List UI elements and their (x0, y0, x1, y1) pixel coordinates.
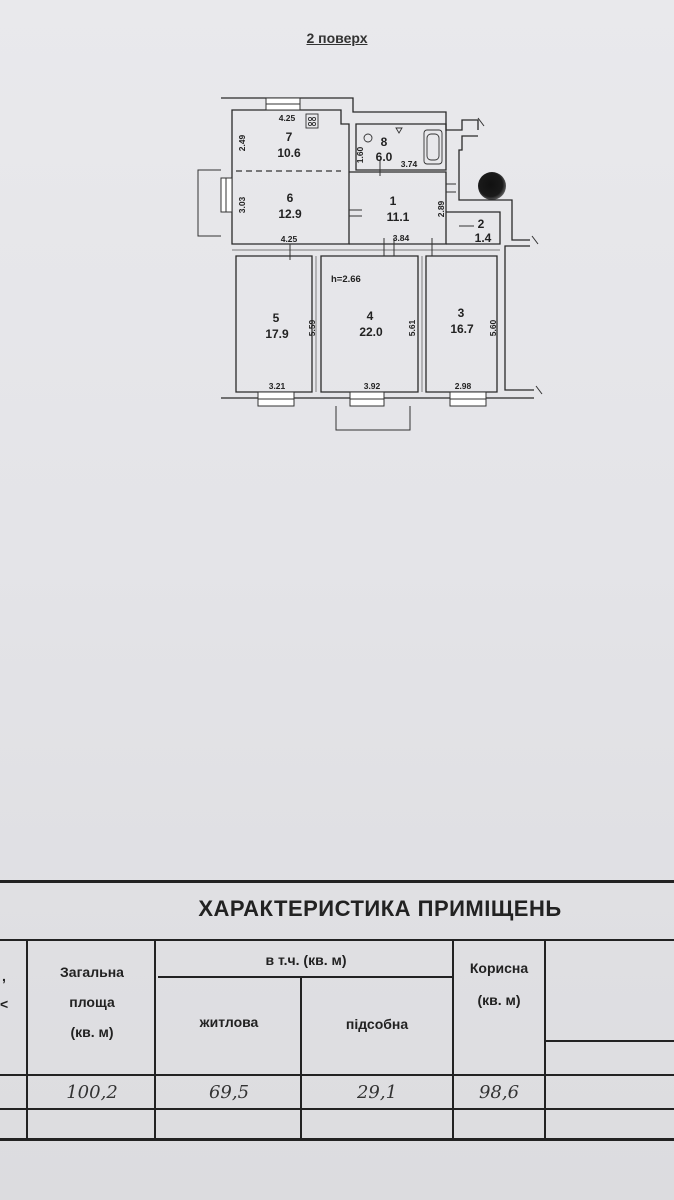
header-useful-line2: (кв. м) (477, 992, 521, 1008)
dim-hall-width: 3.84 (393, 233, 410, 243)
header-living: житлова (199, 1014, 259, 1030)
room-7-number: 7 (286, 130, 293, 144)
ink-blot (478, 172, 506, 200)
left-mark-bottom: < (0, 996, 9, 1012)
dim-bath-height: 1.60 (355, 146, 365, 163)
room-5-area: 17.9 (265, 327, 289, 341)
room-1-number: 1 (390, 194, 397, 208)
room-3-area: 16.7 (450, 322, 474, 336)
floor-plan: 1 11.1 2 1.4 3 16.7 4 22.0 5 17.9 6 12.9… (197, 97, 543, 431)
table-title: ХАРАКТЕРИСТИКА ПРИМІЩЕНЬ (198, 896, 562, 921)
room-4-area: 22.0 (359, 325, 383, 339)
header-aux: підсобна (345, 1016, 409, 1032)
room-8-number: 8 (381, 135, 388, 149)
room-5-number: 5 (273, 311, 280, 325)
room-1-area: 11.1 (387, 210, 410, 224)
outer-walls (221, 97, 534, 399)
value-living: 69,5 (208, 1082, 250, 1103)
room-4-number: 4 (367, 309, 374, 323)
floor-title: 2 поверх (306, 30, 368, 46)
room-3-number: 3 (458, 306, 465, 320)
dim-hall-height: 2.89 (436, 200, 446, 217)
room-6-area: 12.9 (278, 207, 302, 221)
value-useful: 98,6 (478, 1082, 520, 1103)
dim-room5-width: 3.21 (269, 381, 286, 391)
room-6-number: 6 (287, 191, 294, 205)
dim-room3-height: 5.60 (488, 319, 498, 336)
dim-kitchen-height: 2.49 (237, 134, 247, 151)
dim-bath-width: 3.74 (401, 159, 418, 169)
dim-room6-width: 4.25 (281, 234, 298, 244)
room-7-area: 10.6 (277, 146, 301, 160)
dim-room6-height: 3.03 (237, 196, 247, 213)
header-total-line3: (кв. м) (70, 1024, 114, 1040)
header-total-line2: площа (69, 994, 115, 1010)
header-group: в т.ч. (кв. м) (265, 952, 347, 968)
header-total-line1: Загальна (60, 964, 124, 980)
room-2-number: 2 (478, 217, 485, 231)
dim-room5-height: 5.59 (307, 319, 317, 336)
dim-room4-width: 3.92 (364, 381, 381, 391)
header-useful-line1: Корисна (469, 960, 529, 976)
ceiling-height: h=2.66 (331, 274, 361, 285)
room-8-area: 6.0 (376, 150, 393, 164)
left-mark-top: , (2, 968, 6, 984)
room-2-area: 1.4 (475, 231, 492, 245)
value-total: 100,2 (66, 1082, 118, 1103)
dim-room3-width: 2.98 (455, 381, 472, 391)
value-aux: 29,1 (356, 1082, 398, 1103)
dim-kitchen-width: 4.25 (279, 113, 296, 123)
windows (220, 97, 487, 407)
dim-room4-height: 5.61 (407, 319, 417, 336)
